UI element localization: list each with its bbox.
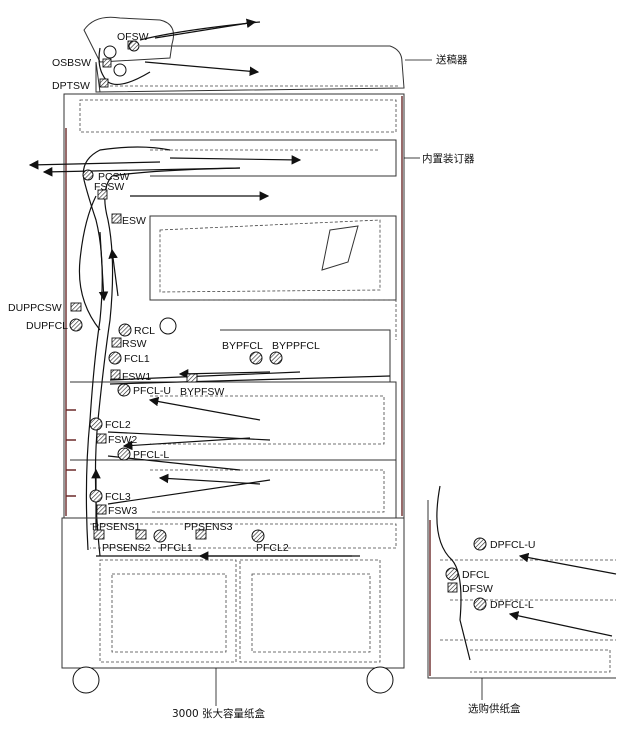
bypfsw-sensor [186,373,198,383]
fsw1-sensor [110,369,121,380]
adf-callout: 送稿器 [436,53,468,66]
label-ppsens2: PPSENS2 [102,542,151,554]
paper-path [78,146,391,561]
label-bypfcl: BYPFCL [222,340,263,352]
label-ppsens3: PPSENS3 [184,521,233,533]
lcc-caster-left [72,666,100,694]
adf-pickup-roller [103,45,117,59]
dptsw-sensor [99,78,109,88]
fcl1-roller [108,351,122,365]
rcl-roller [118,323,132,337]
lcc-caster-right [366,666,394,694]
label-dpfclu: DPFCL-U [490,539,536,551]
label-rcl: RCL [134,325,155,337]
dupfcl-roller [69,318,83,332]
osbsw-sensor [102,58,112,68]
label-dfcl: DFCL [462,569,490,581]
ppsens3-sensor [195,529,207,540]
rsw-sensor [111,337,122,348]
fssw-sensor [97,189,108,200]
label-rsw: RSW [122,338,147,350]
label-dpfcll: DPFCL-L [490,599,534,611]
adf-roller [128,40,140,52]
dpfcll-roller [473,597,487,611]
label-fsw2: FSW2 [108,434,137,446]
label-ppsens1: PPSENS1 [92,521,141,533]
adf-feed-roller [113,63,127,77]
dfsw-sensor [447,582,458,593]
pfcll-roller [117,447,131,461]
fsw2-sensor [96,433,107,444]
fsw3-sensor [96,504,107,515]
label-dfsw: DFSW [462,583,493,595]
dfcl-roller [445,567,459,581]
finisher-callout: 内置装订器 [422,152,475,165]
esw-sensor [111,213,122,224]
label-pcsw: PCSW [98,171,130,183]
label-pfcl1: PFCL1 [160,542,193,554]
label-fsw3: FSW3 [108,505,137,517]
dpfclu-roller [473,537,487,551]
lcc-callout: 3000 张大容量纸盒 [172,707,266,720]
bypfcl-roller [249,351,263,365]
pcsw-roller [82,169,94,181]
label-fcl2: FCL2 [105,419,131,431]
adf-unit [83,16,405,93]
label-dupfcl: DUPFCL [26,320,68,332]
label-byppfcl: BYPPFCL [272,340,320,352]
ppsens1-sensor [93,529,105,540]
pfclu-roller [117,383,131,397]
byppfcl-roller [269,351,283,365]
label-pfcll: PFCL-L [133,449,169,461]
duppcsw-sensor [70,302,82,312]
label-fcl1: FCL1 [124,353,150,365]
pfcl2-roller [251,529,265,543]
fcl3-roller [89,489,103,503]
option-callout: 选购供纸盒 [468,702,521,715]
main-body [63,93,405,519]
label-pfcl2: PFCL2 [256,542,289,554]
label-fsw1: FSW1 [122,371,151,383]
lcc-unit [61,517,405,694]
label-bypfsw: BYPFSW [180,386,224,398]
label-osbsw: OSBSW [52,57,91,69]
lcc-sensor [135,529,147,540]
label-esw: ESW [122,215,146,227]
label-pfclu: PFCL-U [133,385,171,397]
label-dptsw: DPTSW [52,80,90,92]
registration-roller [159,317,177,335]
label-fssw: FSSW [94,181,124,193]
label-ofsw: OFSW [117,31,149,43]
fcl2-roller [89,417,103,431]
label-fcl3: FCL3 [105,491,131,503]
pfcl1-roller [153,529,167,543]
label-duppcsw: DUPPCSW [8,302,62,314]
option-feeder [427,485,617,679]
